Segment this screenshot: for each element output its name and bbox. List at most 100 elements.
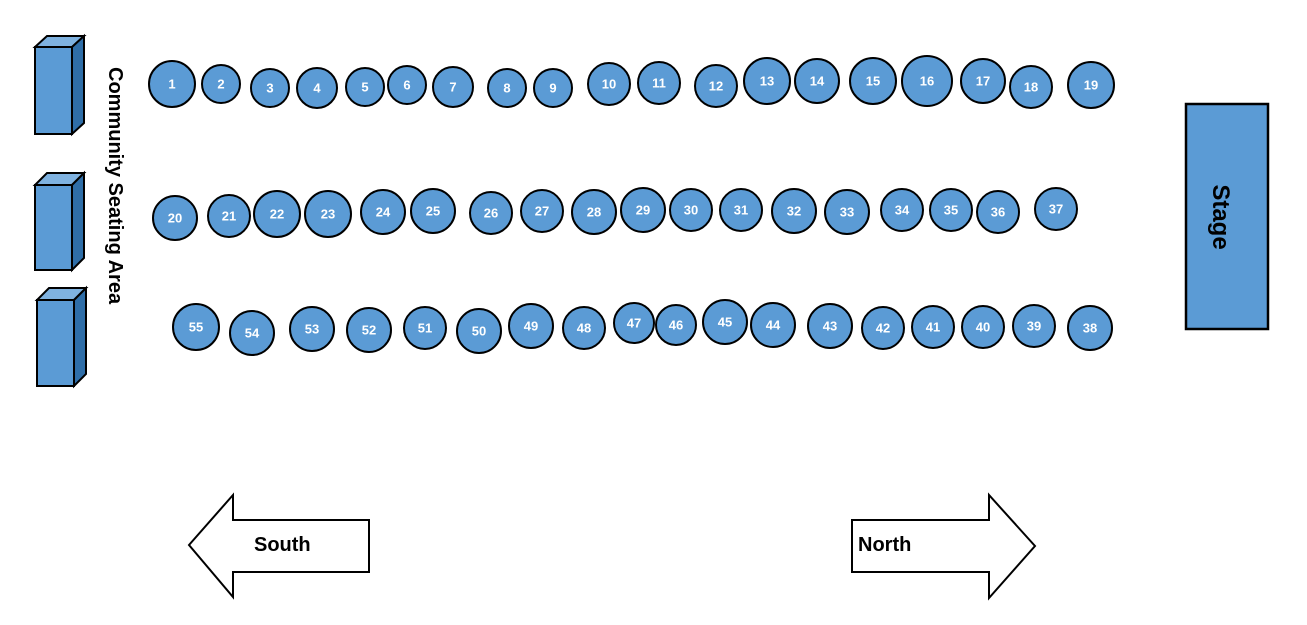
seat-circle <box>587 62 631 106</box>
seat: 33 <box>824 189 870 235</box>
seat-circle <box>253 190 301 238</box>
seat-circle <box>508 303 554 349</box>
seat-circle <box>456 308 502 354</box>
seat: 45 <box>702 299 748 345</box>
seat-number: 32 <box>787 204 801 219</box>
seat-circle <box>1067 61 1115 109</box>
seat-circle <box>620 187 666 233</box>
seat-number: 26 <box>484 206 498 221</box>
seat: 31 <box>719 188 763 232</box>
seat: 7 <box>432 66 474 108</box>
seat-number: 2 <box>217 77 224 92</box>
seat-circle <box>562 306 606 350</box>
seat-number: 51 <box>418 321 432 336</box>
seat-number: 44 <box>766 318 781 333</box>
seat-number: 23 <box>321 207 335 222</box>
seat-circle <box>694 64 738 108</box>
seat: 5 <box>345 67 385 107</box>
seat-circle <box>152 195 198 241</box>
seat-circle <box>960 58 1006 104</box>
seat-number: 31 <box>734 203 748 218</box>
seat-circle <box>929 188 973 232</box>
seat: 51 <box>403 306 447 350</box>
seat-circle <box>229 310 275 356</box>
seat: 46 <box>655 304 697 346</box>
seat-number: 40 <box>976 320 990 335</box>
seat-number: 5 <box>361 80 368 95</box>
seat-number: 27 <box>535 204 549 219</box>
seat-circle <box>1034 187 1078 231</box>
seat-number: 15 <box>866 74 880 89</box>
seat-circle <box>360 189 406 235</box>
seat-number: 25 <box>426 204 440 219</box>
seat-circle <box>719 188 763 232</box>
seat: 49 <box>508 303 554 349</box>
seat-number: 29 <box>636 203 650 218</box>
seat-circle <box>410 188 456 234</box>
seat-number: 11 <box>652 76 666 91</box>
seat-number: 19 <box>1084 78 1098 93</box>
seat-number: 45 <box>718 315 732 330</box>
south-arrow: South <box>187 492 370 600</box>
seat-number: 49 <box>524 319 538 334</box>
seat: 11 <box>637 61 681 105</box>
seat-circle <box>824 189 870 235</box>
seat-circle <box>637 61 681 105</box>
seat-circle <box>669 188 713 232</box>
seat: 15 <box>849 57 897 105</box>
seat-number: 1 <box>168 77 175 92</box>
seat-circle <box>1067 305 1113 351</box>
seat-circle <box>387 65 427 105</box>
seat: 19 <box>1067 61 1115 109</box>
seat-circle <box>207 194 251 238</box>
stage-label: Stage <box>1207 184 1234 249</box>
seat-circle <box>961 305 1005 349</box>
seat: 48 <box>562 306 606 350</box>
seat: 54 <box>229 310 275 356</box>
seat: 24 <box>360 189 406 235</box>
seat-number: 48 <box>577 321 591 336</box>
seat-circle <box>976 190 1020 234</box>
seat: 14 <box>794 58 840 104</box>
seat-number: 8 <box>503 81 510 96</box>
seat-number: 17 <box>976 74 990 89</box>
seat: 27 <box>520 189 564 233</box>
seat: 50 <box>456 308 502 354</box>
seat: 35 <box>929 188 973 232</box>
seat-number: 6 <box>403 78 410 93</box>
seat-number: 21 <box>222 209 236 224</box>
seat-number: 50 <box>472 324 486 339</box>
seat: 44 <box>750 302 796 348</box>
seat-circle <box>849 57 897 105</box>
seat-number: 43 <box>823 319 837 334</box>
seat-number: 35 <box>944 203 958 218</box>
seat-circle <box>250 68 290 108</box>
seat-circle <box>702 299 748 345</box>
seat: 22 <box>253 190 301 238</box>
seat-number: 54 <box>245 326 260 341</box>
seat: 3 <box>250 68 290 108</box>
seat: 1 <box>148 60 196 108</box>
seat-circle <box>911 305 955 349</box>
seat: 9 <box>533 68 573 108</box>
seat: 36 <box>976 190 1020 234</box>
seat: 41 <box>911 305 955 349</box>
seat: 40 <box>961 305 1005 349</box>
seat-number: 55 <box>189 320 203 335</box>
arrow-right-icon <box>851 492 1037 601</box>
seat: 23 <box>304 190 352 238</box>
seat: 21 <box>207 194 251 238</box>
seat-number: 30 <box>684 203 698 218</box>
seat-number: 46 <box>669 318 683 333</box>
seat-number: 42 <box>876 321 890 336</box>
seat: 55 <box>172 303 220 351</box>
seat-number: 16 <box>920 74 934 89</box>
seat-circle <box>201 64 241 104</box>
seat: 30 <box>669 188 713 232</box>
arrow-left-icon <box>187 492 370 600</box>
seat: 10 <box>587 62 631 106</box>
seat-number: 18 <box>1024 80 1038 95</box>
seat-circle <box>807 303 853 349</box>
seat-number: 33 <box>840 205 854 220</box>
